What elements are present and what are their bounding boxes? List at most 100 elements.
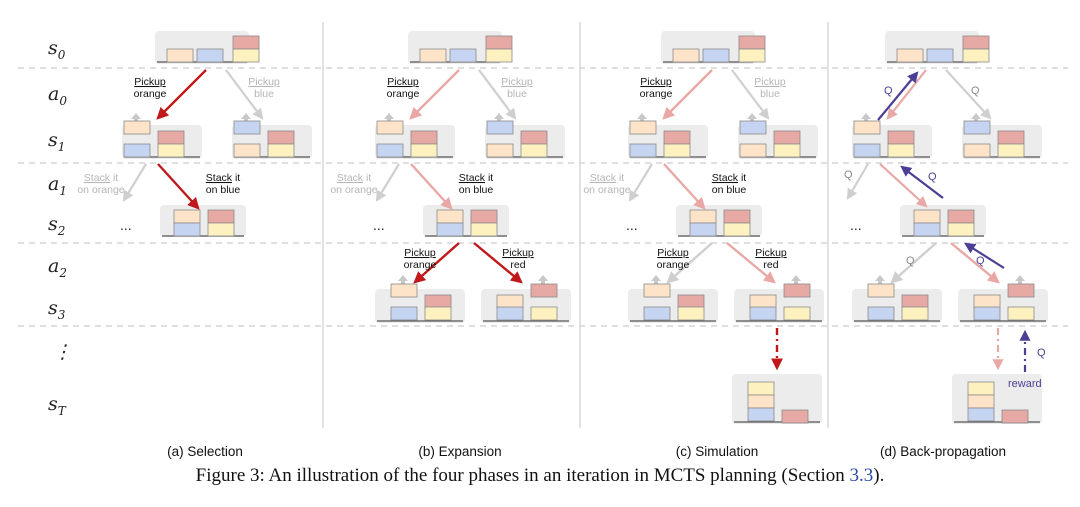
block: [738, 48, 766, 63]
block: [157, 130, 185, 145]
state-node-s1-pickup-orange: [628, 113, 708, 159]
block: [747, 407, 775, 422]
block: [1007, 306, 1035, 321]
block: [1001, 409, 1029, 424]
state-node-s3-pickup-orange: [375, 275, 465, 323]
block: [436, 222, 464, 237]
row-label-s2: s2: [48, 213, 65, 238]
block: [738, 35, 766, 50]
block: [376, 120, 404, 135]
block: [449, 48, 477, 63]
block: [853, 143, 881, 158]
state-nodes: [122, 31, 1048, 424]
block: [867, 283, 895, 298]
block: [530, 283, 558, 298]
block: [739, 143, 767, 158]
block: [926, 48, 954, 63]
block: [997, 130, 1025, 145]
block: [629, 143, 657, 158]
edge-arrow: [663, 163, 706, 210]
state-node-s3-pickup-orange: [852, 275, 942, 323]
block: [689, 209, 717, 224]
state-node-s1-pickup-blue: [738, 113, 818, 159]
block: [663, 130, 691, 145]
ellipsis-more-branches: ...: [373, 217, 385, 233]
block: [207, 222, 235, 237]
edge-arrow: [666, 242, 713, 284]
edge-arrow: [890, 242, 937, 284]
q-value-label: Q: [884, 85, 893, 97]
lift-indicator: [747, 113, 757, 119]
lift-indicator: [241, 113, 251, 119]
row-label-dots: ⋮: [53, 341, 72, 363]
edge-arrow: [156, 69, 207, 120]
state-node-s1-pickup-blue: [232, 113, 312, 159]
block: [887, 130, 915, 145]
block: [747, 381, 775, 396]
block: [677, 294, 705, 309]
panel-caption-selection: (a) Selection: [167, 444, 243, 459]
edge-arrow: [410, 163, 453, 210]
lift-indicator: [1015, 275, 1025, 281]
lift-indicator: [875, 275, 885, 281]
block: [470, 222, 498, 237]
block: [773, 143, 801, 158]
row-label-a1: a1: [48, 173, 67, 198]
q-value-label: Q: [976, 255, 985, 267]
row-label-s1: s1: [48, 129, 65, 154]
figure-caption-end: ).: [873, 465, 885, 486]
block: [424, 306, 452, 321]
block: [496, 294, 524, 309]
block: [485, 35, 513, 50]
row-label-s0: s0: [48, 37, 66, 62]
block: [1007, 283, 1035, 298]
block: [267, 143, 295, 158]
lift-indicator: [398, 275, 408, 281]
block: [723, 209, 751, 224]
node-background: [852, 289, 942, 323]
block: [887, 143, 915, 158]
block: [689, 222, 717, 237]
block: [947, 209, 975, 224]
edge-arrow: [879, 163, 928, 208]
block: [376, 143, 404, 158]
block: [973, 294, 1001, 309]
block: [173, 222, 201, 237]
block: [783, 283, 811, 298]
q-value-label: Q: [971, 85, 980, 97]
action-arrows: [122, 69, 1031, 372]
q-value-label: Q: [1037, 347, 1046, 359]
section-ref-link[interactable]: 3.3: [849, 465, 874, 486]
state-node-s0: [661, 31, 766, 64]
node-background: [734, 289, 824, 323]
block: [520, 130, 548, 145]
state-node-s0: [885, 31, 990, 64]
block: [672, 48, 700, 63]
ellipsis-more-branches: ...: [120, 217, 132, 233]
block: [232, 35, 260, 50]
figure-caption-text: Figure 3: An illustration of the four ph…: [195, 465, 850, 486]
state-node-s3-pickup-red: [481, 275, 571, 323]
state-node-s3-pickup-red: [958, 275, 1048, 323]
node-background: [375, 289, 465, 323]
block: [496, 306, 524, 321]
block: [485, 48, 513, 63]
block: [207, 209, 235, 224]
lift-indicator: [861, 113, 871, 119]
lift-indicator: [538, 275, 548, 281]
block: [967, 407, 995, 422]
lift-indicator: [131, 113, 141, 119]
edge-arrow: [413, 242, 460, 284]
block: [123, 120, 151, 135]
state-node-s1-pickup-orange: [852, 113, 932, 159]
block: [173, 209, 201, 224]
block: [629, 120, 657, 135]
